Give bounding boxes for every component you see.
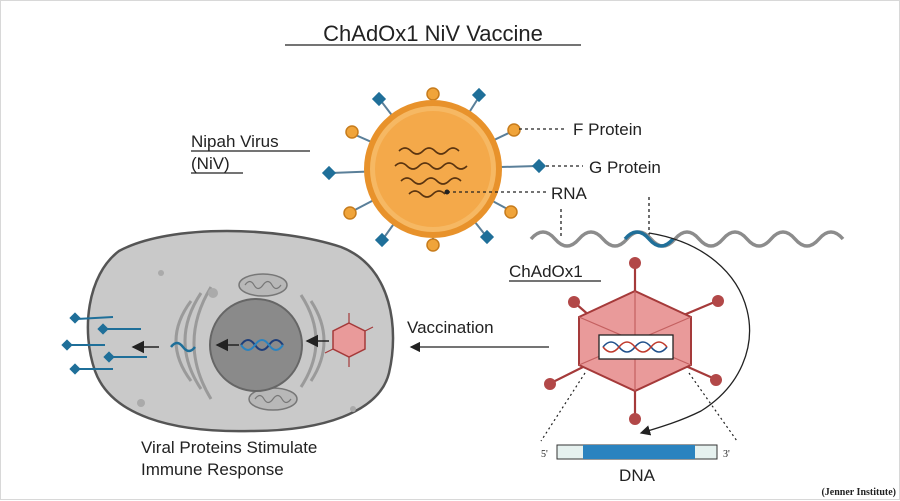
response-label-line2: Immune Response	[141, 460, 284, 479]
virus-rna-squiggles	[394, 147, 468, 198]
chadox1-vector	[544, 257, 724, 425]
gene-insert-arrow	[639, 232, 751, 436]
dna-label: DNA	[619, 466, 656, 485]
rna-leader-dot	[444, 189, 450, 195]
g-protein-label: G Protein	[589, 158, 661, 177]
rna-strand	[529, 230, 845, 248]
host-cell	[61, 229, 395, 433]
f-protein-knobs	[343, 87, 521, 252]
vector-fiber-knobs	[544, 257, 724, 425]
virus-body	[375, 111, 491, 227]
vaccination-label: Vaccination	[407, 318, 494, 337]
dna-insert-segment	[583, 445, 695, 459]
virus-name-line2: (NiV)	[191, 154, 230, 173]
nipah-virus	[321, 87, 547, 252]
f-protein-label: F Protein	[573, 120, 642, 139]
g-gene-segment	[623, 230, 675, 248]
vector-name-label: ChAdOx1	[509, 262, 583, 281]
expressed-g-proteins	[69, 316, 147, 370]
virus-name-line1: Nipah Virus	[191, 132, 279, 151]
three-prime-label: 3'	[723, 449, 730, 460]
leader-lines	[447, 128, 650, 236]
response-label-line1: Viral Proteins Stimulate	[141, 438, 317, 457]
rna-label: RNA	[551, 184, 588, 203]
cell-mrna	[170, 341, 196, 353]
g-protein-diamonds	[321, 87, 547, 248]
diagram-title: ChAdOx1 NiV Vaccine	[323, 21, 543, 46]
cell-internalized-vector	[324, 313, 374, 367]
dna-construct	[556, 444, 718, 460]
vector-dna-dotted-lines	[540, 372, 738, 442]
five-prime-label: 5'	[541, 449, 548, 460]
vector-dna-helix	[602, 341, 668, 353]
nucleus-dna-helix	[240, 339, 284, 351]
cell-vesicles	[137, 270, 356, 412]
image-credit: (Jenner Institute)	[821, 487, 896, 498]
